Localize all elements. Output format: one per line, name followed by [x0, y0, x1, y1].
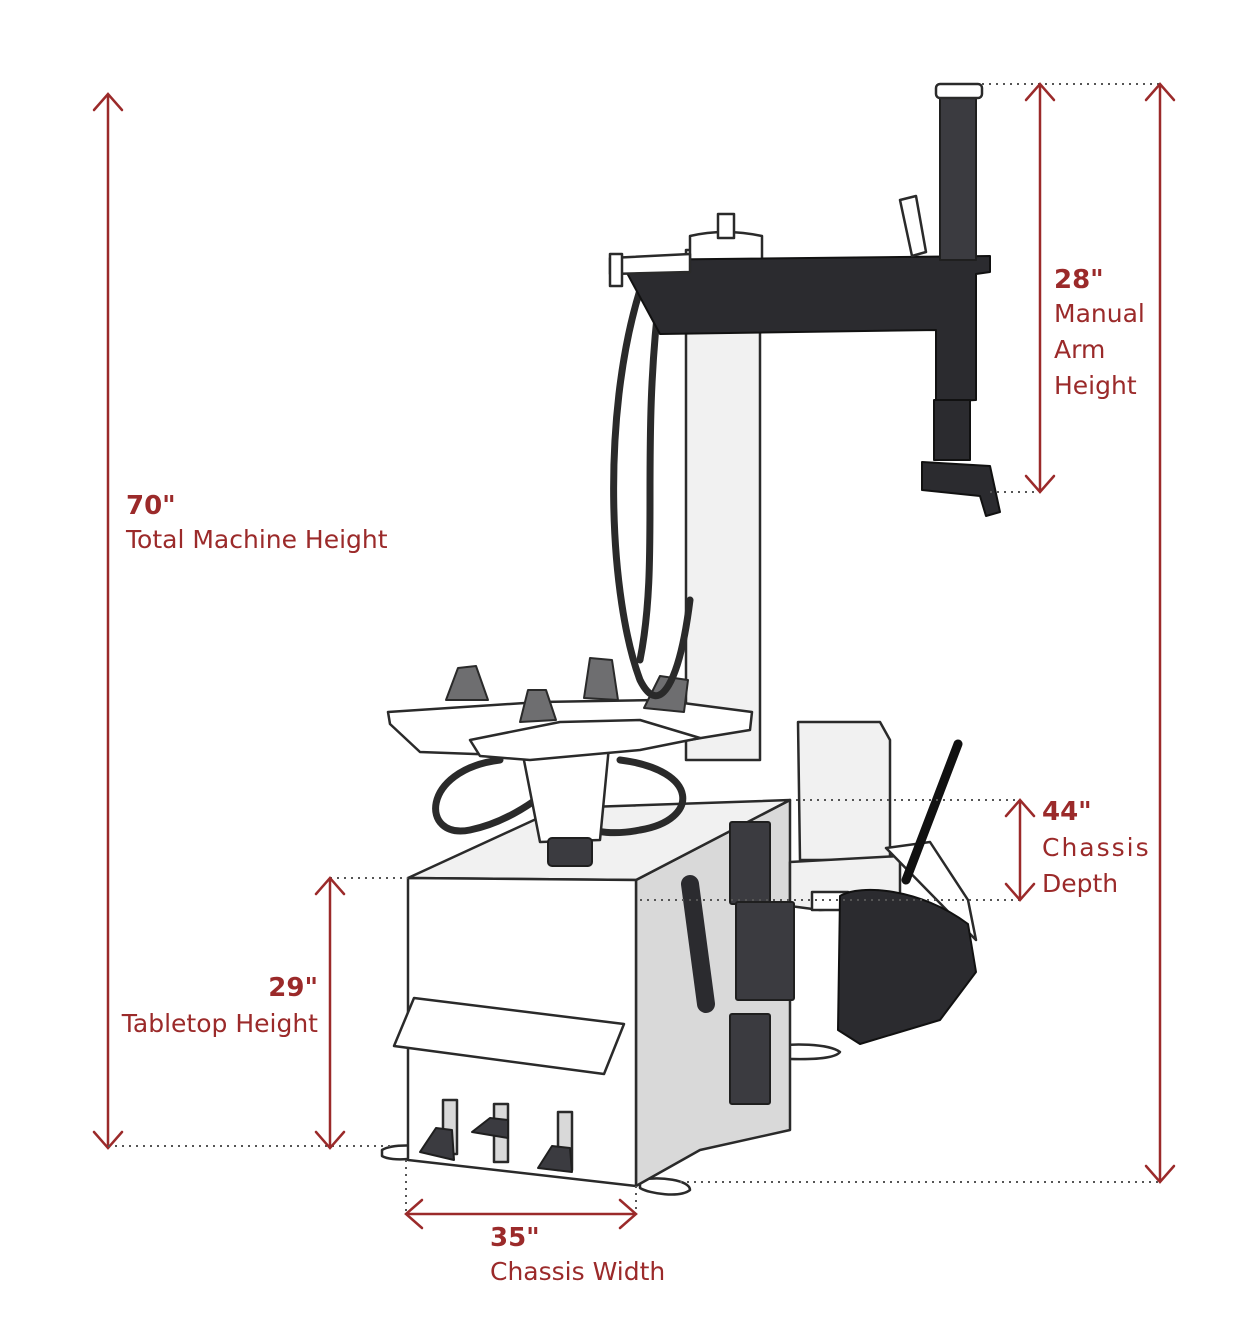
foot-pedals — [419, 1117, 573, 1173]
manual-arm — [608, 82, 1001, 517]
total-height-value: 70" — [126, 491, 176, 521]
total-height-dimension: 70" Total Machine Height — [92, 92, 390, 1150]
tabletop-height-label: Tabletop Height — [121, 1009, 318, 1038]
manual-arm-height-dimension: 28" Manual Arm Height — [982, 82, 1160, 494]
turntable — [386, 657, 754, 867]
tabletop-height-value: 29" — [268, 973, 318, 1003]
chassis-depth-value: 44" — [1042, 797, 1092, 827]
chassis-depth-label-line-1: Chassis — [1042, 833, 1151, 862]
manual-arm-arrow-top — [1024, 82, 1056, 102]
manual-arm-height-label-line-2: Arm — [1054, 335, 1105, 364]
chassis-depth-dimension: 44" Chassis Depth — [640, 797, 1151, 902]
tabletop-height-arrow-top — [314, 876, 346, 896]
chassis-width-arrow-left — [404, 1198, 424, 1230]
chassis-width-value: 35" — [490, 1223, 540, 1253]
manual-arm-height-value: 28" — [1054, 265, 1104, 295]
total-height-arrow-top — [92, 92, 124, 112]
chassis-depth-arrow-top — [1004, 798, 1036, 818]
manual-arm-height-label-line-3: Height — [1054, 371, 1137, 400]
right-height-arrow-top — [1144, 82, 1176, 102]
tabletop-height-dimension: 29" Tabletop Height — [121, 876, 408, 1150]
tabletop-height-arrow-bottom — [314, 1130, 346, 1150]
bead-breaker — [681, 720, 978, 1105]
air-hoses — [610, 286, 694, 700]
total-height-arrow-bottom — [92, 1130, 124, 1150]
total-height-label: Total Machine Height — [125, 525, 388, 554]
manual-arm-arrow-bottom — [1024, 474, 1056, 494]
chassis-width-dimension: 35" Chassis Width — [404, 1160, 665, 1286]
manual-arm-height-label-line-1: Manual — [1054, 299, 1145, 328]
chassis-depth-arrow-bottom — [1004, 882, 1036, 902]
tire-changer-machine — [380, 82, 1001, 1196]
right-height-reference — [680, 82, 1176, 1184]
chassis-depth-label-line-2: Depth — [1042, 869, 1118, 898]
right-height-arrow-bottom — [1144, 1164, 1176, 1184]
chassis-width-label: Chassis Width — [490, 1257, 665, 1286]
tower-column — [684, 212, 764, 762]
chassis-width-arrow-right — [618, 1198, 638, 1230]
